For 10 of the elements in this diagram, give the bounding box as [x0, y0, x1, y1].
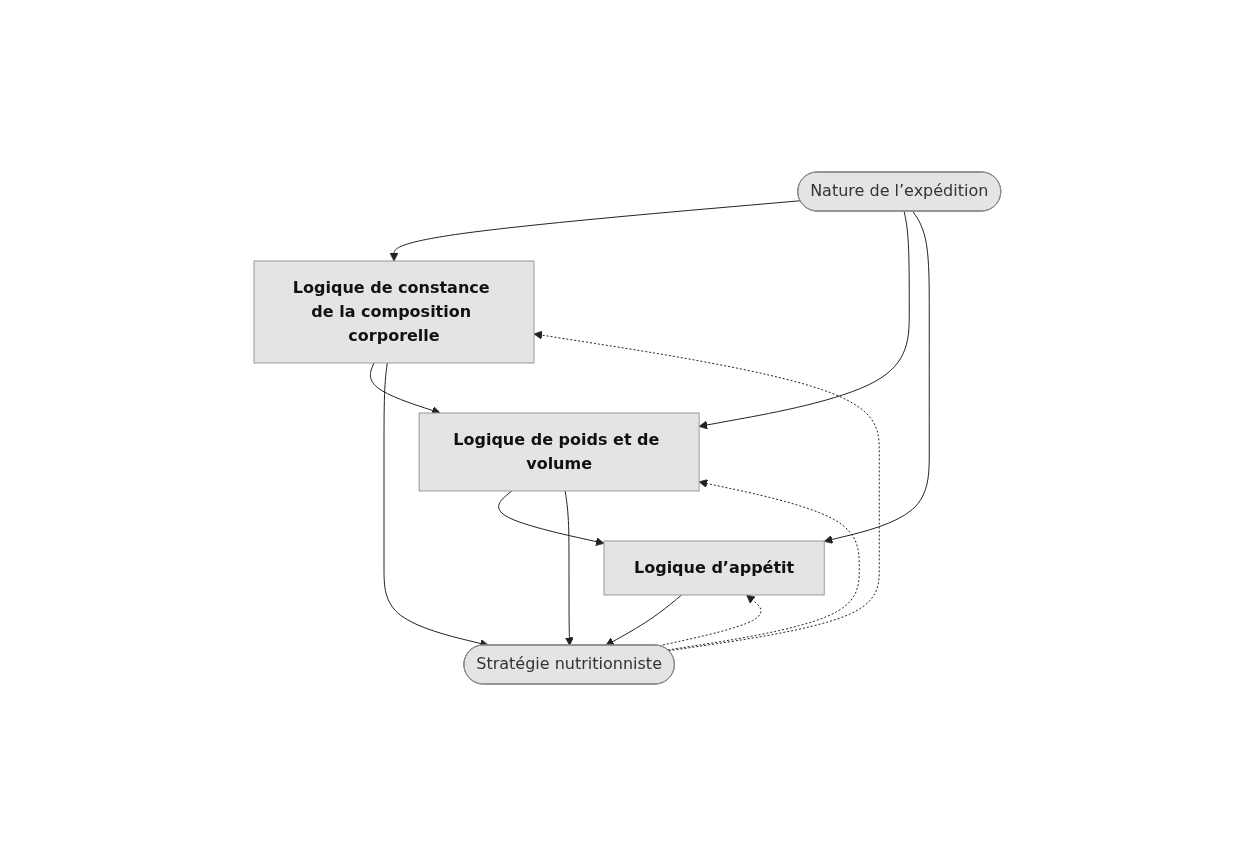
arrow: [498, 490, 605, 546]
node-box: Logique de poids et de volume: [418, 412, 700, 491]
arrow: [605, 594, 683, 646]
arrow: [564, 490, 574, 646]
arrow: [389, 199, 801, 261]
node-box: Logique d’appétit: [603, 540, 825, 595]
arrow: [533, 330, 880, 651]
arrow: [824, 210, 930, 544]
arrow: [698, 210, 910, 429]
node-box: Logique de constance de la composition corporelle: [253, 260, 535, 363]
